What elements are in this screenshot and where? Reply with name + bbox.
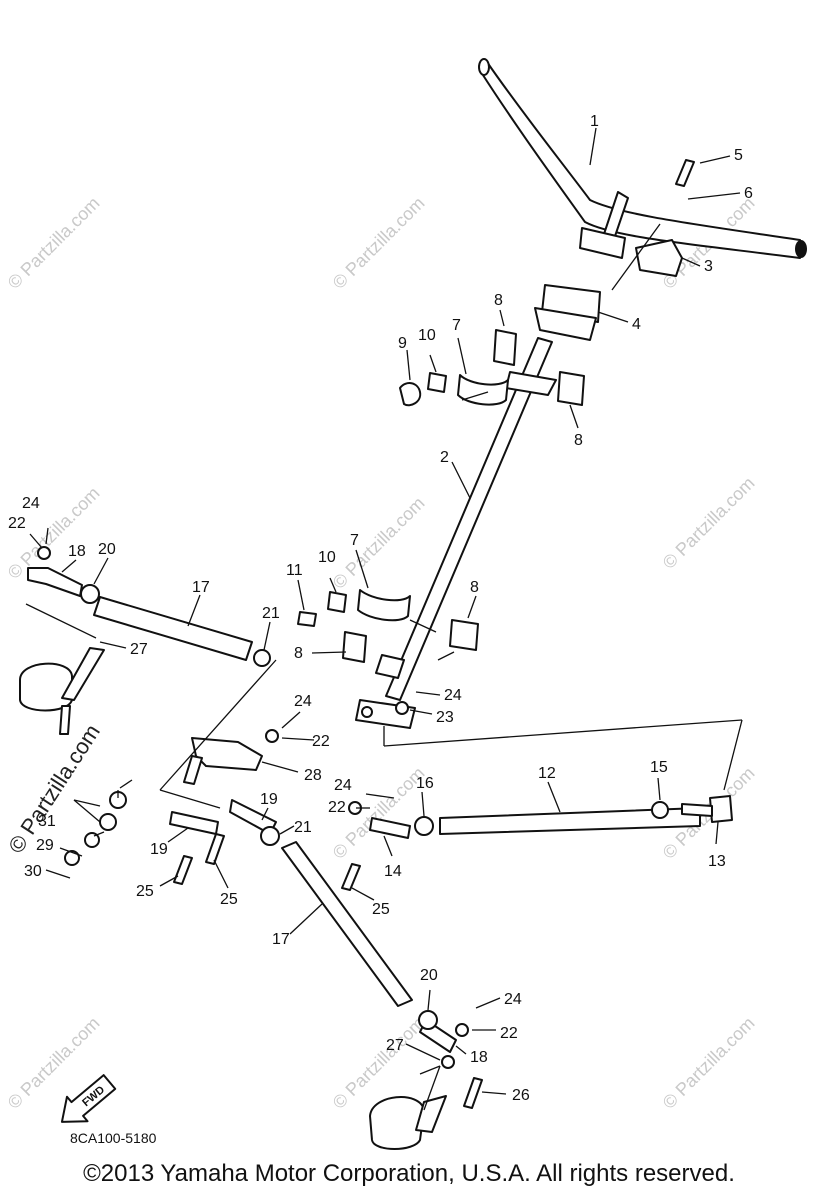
callout-7a: 7 [452,317,461,334]
callout-25b: 25 [220,891,238,908]
watermark: © Partzilla.com [329,193,429,293]
watermark: © Partzilla.com [659,473,759,573]
callout-21b: 21 [294,819,312,836]
watermark: © Partzilla.com [329,1013,429,1113]
watermark: © Partzilla.com [659,1013,759,1113]
callout-19b: 19 [260,791,278,808]
callout-23: 23 [436,709,454,726]
callout-22d: 22 [500,1025,518,1042]
callout-18a: 18 [68,543,86,560]
callouts: 1 5 6 3 4 8 8 9 10 7 2 10 7 11 8 8 24 23… [8,113,753,1104]
callout-19a: 19 [150,841,168,858]
callout-3: 3 [704,258,713,275]
callout-20a: 20 [98,541,116,558]
callout-10b: 10 [318,549,336,566]
steering-arm [183,737,263,785]
callout-5: 5 [734,147,743,164]
callout-30: 30 [24,863,42,880]
callout-22a: 22 [8,515,26,532]
callout-7b: 7 [350,532,359,549]
callout-8d: 8 [294,645,303,662]
callout-17a: 17 [192,579,210,596]
callout-28: 28 [304,767,322,784]
callout-24d: 24 [334,777,352,794]
callout-25c: 25 [372,901,390,918]
watermark: © Partzilla.com [4,193,104,293]
callout-29: 29 [36,837,54,854]
copyright-notice: ©2013 Yamaha Motor Corporation, U.S.A. A… [83,1160,735,1187]
callout-1: 1 [590,113,599,130]
watermark: © Partzilla.com [329,493,429,593]
callout-25a: 25 [136,883,154,900]
callout-9: 9 [398,335,407,352]
callout-24a: 24 [444,687,462,704]
callout-2: 2 [440,449,449,466]
callout-10a: 10 [418,327,436,344]
callout-11: 11 [286,562,303,579]
handlebar-holders [534,239,683,341]
callout-31: 31 [38,813,56,830]
callout-16: 16 [416,775,434,792]
bushings [342,329,585,663]
callout-27a: 27 [130,641,148,658]
callout-12: 12 [538,765,556,782]
callout-18b: 18 [470,1049,488,1066]
drawing-code: 8CA100-5180 [70,1130,157,1146]
callout-17b: 17 [272,931,290,948]
callout-8b: 8 [574,432,583,449]
callout-22c: 22 [328,799,346,816]
steering-column [355,337,557,729]
watermark: © Partzilla.com [4,483,104,583]
fwd-arrow: FWD [60,1074,117,1123]
callout-24e: 24 [504,991,522,1008]
callout-22b: 22 [312,733,330,750]
callout-8a: 8 [494,292,503,309]
callout-6: 6 [744,185,753,202]
callout-27b: 27 [386,1037,404,1054]
callout-15: 15 [650,759,668,776]
callout-21a: 21 [262,605,280,622]
callout-24b: 24 [22,495,40,512]
callout-26: 26 [512,1087,530,1104]
tie-rods [93,596,701,1007]
callout-8c: 8 [470,579,479,596]
callout-24c: 24 [294,693,312,710]
callout-13: 13 [708,853,726,870]
callout-20b: 20 [420,967,438,984]
callout-14: 14 [384,863,402,880]
bolts [59,159,695,1109]
knuckle-arms [19,647,447,1150]
handlebar [478,58,807,259]
leader-lines [25,127,743,1111]
callout-4: 4 [632,316,641,333]
fasteners [37,546,669,1069]
